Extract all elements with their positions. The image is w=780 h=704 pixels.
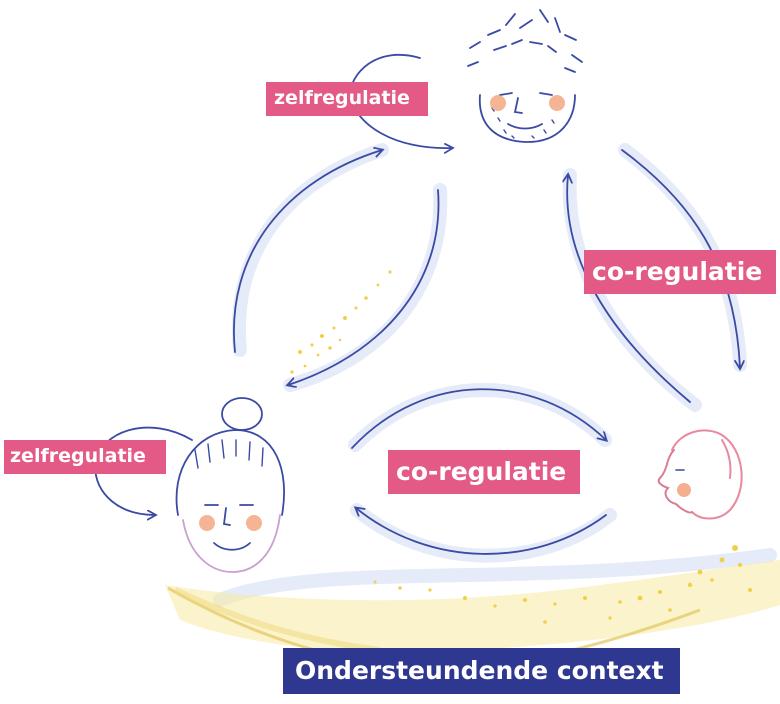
- label-coregulatie-right: co-regulatie: [584, 250, 776, 294]
- arrow-father-to-baby: [621, 149, 740, 368]
- arrows: [94, 53, 740, 555]
- arrow-mother-to-father: [233, 150, 382, 353]
- label-supporting-context: Ondersteundende context: [283, 648, 680, 694]
- background-shadows: [213, 143, 777, 607]
- arrow-baby-to-father: [567, 175, 691, 403]
- arrow-mother-to-baby: [351, 388, 606, 449]
- gold-speckles: [290, 270, 752, 624]
- arrow-father-to-mother: [288, 189, 440, 385]
- arrow-baby-to-mother: [356, 508, 607, 555]
- mother-face: [175, 397, 285, 573]
- baby-face: [657, 429, 743, 520]
- label-coregulatie-center: co-regulatie: [388, 450, 580, 494]
- label-zelfregulatie-left: zelfregulatie: [4, 440, 166, 474]
- father-face: [467, 9, 583, 143]
- label-zelfregulatie-top: zelfregulatie: [266, 82, 428, 116]
